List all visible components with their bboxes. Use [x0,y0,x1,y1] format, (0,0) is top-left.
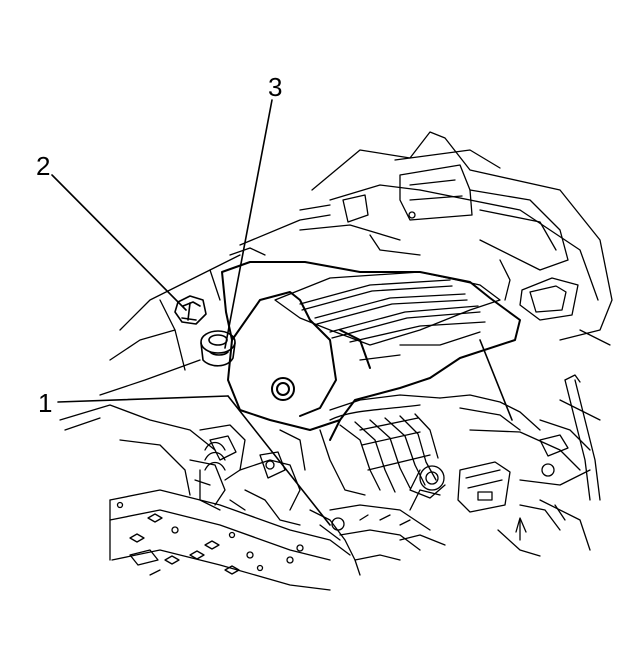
left-engine-components [189,424,306,526]
left-fender [59,254,241,496]
cover-bolt [174,295,207,325]
callout-2: 2 [36,151,50,181]
fuel-rail [309,489,446,576]
leader-line-1 [57,395,229,403]
leader-line-2 [51,174,187,311]
engine-cover [221,261,521,441]
leader-line-3 [224,99,273,349]
upper-body-structure [229,131,613,346]
cover-grommet [200,330,236,367]
callout-3: 3 [268,72,282,102]
engine-cover-ribs [274,271,501,361]
right-components [439,374,601,557]
leader-lines [51,99,513,526]
callout-1: 1 [38,388,52,418]
radiator-support [109,489,351,591]
intake-manifold [319,394,446,499]
